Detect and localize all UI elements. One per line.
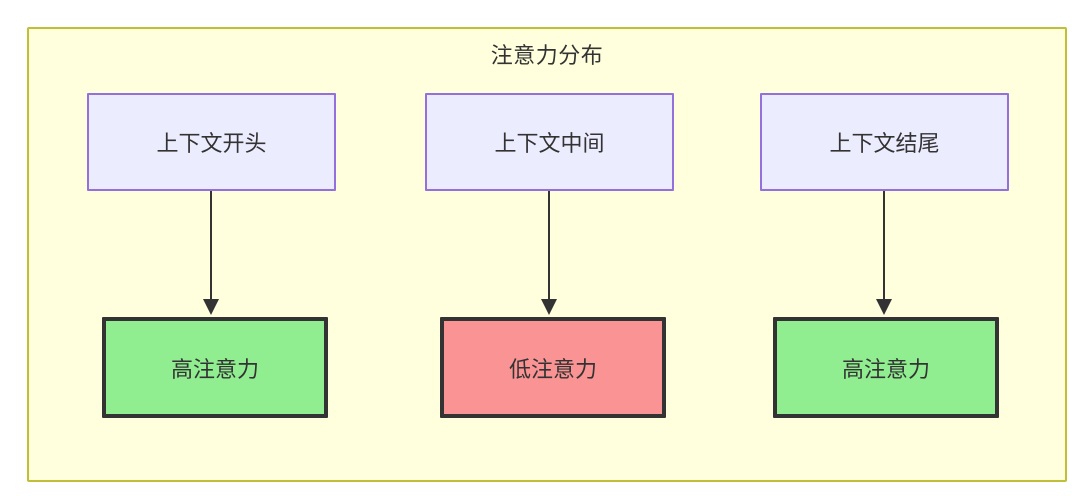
arrow-shaft [210, 191, 212, 302]
arrow-context-middle-to-low-attention [541, 191, 557, 317]
node-context-end[interactable]: 上下文结尾 [760, 93, 1009, 191]
node-low-attention-middle[interactable]: 低注意力 [440, 317, 666, 418]
node-context-end-label: 上下文结尾 [829, 131, 940, 156]
subgraph-title: 注意力分布 [490, 43, 604, 68]
node-context-start-label: 上下文开头 [156, 131, 267, 156]
node-context-middle[interactable]: 上下文中间 [425, 93, 674, 191]
arrow-shaft [883, 191, 885, 302]
arrow-head-icon [541, 299, 557, 315]
node-context-middle-label: 上下文中间 [494, 131, 605, 156]
node-high-attention-end[interactable]: 高注意力 [773, 317, 999, 418]
node-high-attention-start[interactable]: 高注意力 [102, 317, 328, 418]
arrow-head-icon [876, 299, 892, 315]
arrow-shaft [548, 191, 550, 302]
node-high-attention-start-label: 高注意力 [170, 356, 259, 382]
node-low-attention-middle-label: 低注意力 [508, 356, 597, 382]
node-context-start[interactable]: 上下文开头 [87, 93, 336, 191]
arrow-context-end-to-high-attention [876, 191, 892, 317]
arrow-context-start-to-high-attention [203, 191, 219, 317]
node-high-attention-end-label: 高注意力 [841, 356, 930, 382]
arrow-head-icon [203, 299, 219, 315]
